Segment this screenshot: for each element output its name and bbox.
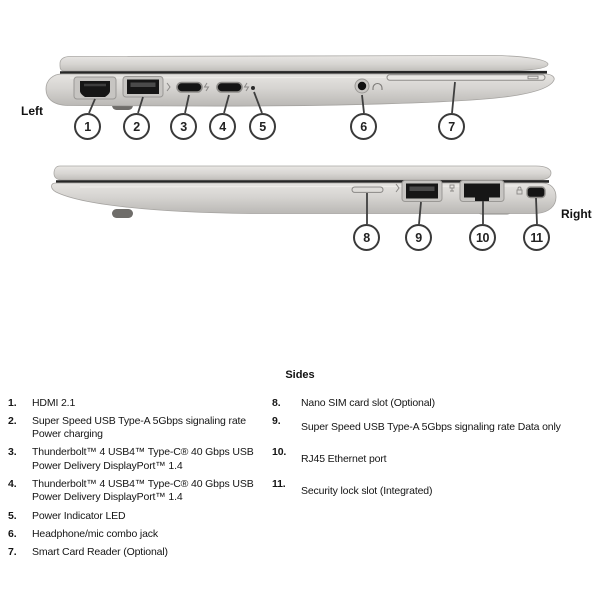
item-text: Thunderbolt™ 4 USB4™ Type-C® 40 Gbps USB… (32, 446, 254, 472)
callout-9: 9 (405, 224, 432, 251)
right-label: Right (561, 207, 592, 221)
callout-6: 6 (350, 113, 377, 140)
thunderbolt-icon-2 (243, 82, 250, 92)
legend-row: 5. Power Indicator LED (8, 507, 592, 525)
laptop-base (45, 73, 555, 107)
network-icon (449, 184, 455, 192)
item-number: 9. (272, 414, 281, 427)
item-number: 2. (8, 414, 17, 427)
callout-lines-right (366, 193, 538, 225)
left-side-view (45, 55, 555, 114)
callout-4: 4 (209, 113, 236, 140)
nano-sim-slot (351, 186, 384, 193)
item-number: 1. (8, 396, 17, 409)
item-text: Super Speed USB Type-A 5Gbps signaling r… (301, 421, 561, 434)
rj45-port (464, 183, 500, 198)
callout-10: 10 (469, 224, 496, 251)
item-text: Smart Card Reader (Optional) (32, 546, 168, 559)
callout-2: 2 (123, 113, 150, 140)
smart-card-icon (527, 75, 539, 80)
smart-card-slot (386, 74, 546, 81)
legend-row: 4. Thunderbolt™ 4 USB4™ Type-C® 40 Gbps … (8, 476, 592, 508)
item-number: 7. (8, 546, 17, 559)
callout-8: 8 (353, 224, 380, 251)
usb-c-port-1 (176, 81, 203, 93)
item-number: 4. (8, 478, 17, 491)
item-number (272, 544, 301, 562)
item-text: Headphone/mic combo jack (32, 528, 158, 541)
item-number: 6. (8, 528, 17, 541)
laptop-lid (53, 165, 552, 181)
usb-data-icon (395, 183, 400, 193)
usb-a-tongue (130, 82, 156, 87)
item-text: Thunderbolt™ 4 USB4™ Type-C® 40 Gbps USB… (32, 478, 254, 504)
lock-icon (516, 186, 523, 195)
laptop-lid (59, 55, 549, 72)
hdmi-port (80, 81, 110, 97)
callout-1: 1 (74, 113, 101, 140)
usb-charging-icon (166, 82, 171, 92)
item-text: HDMI 2.1 (32, 396, 76, 409)
legend-row: 6. Headphone/mic combo jack (8, 526, 592, 544)
callout-5: 5 (249, 113, 276, 140)
item-text: RJ45 Ethernet port (301, 453, 387, 466)
callout-3: 3 (170, 113, 197, 140)
thunderbolt-icon-1 (203, 82, 210, 92)
headphone-jack (357, 81, 367, 91)
legend-row: 2. Super Speed USB Type-A 5Gbps signalin… (8, 412, 592, 444)
item-text (301, 526, 592, 544)
legend-row: 1. HDMI 2.1 8. Nano SIM card slot (Optio… (8, 394, 592, 412)
item-number: 3. (8, 446, 17, 459)
callout-lines-left (88, 81, 456, 114)
item-number (272, 507, 301, 525)
item-number: 11. (272, 478, 286, 491)
callout-7: 7 (438, 113, 465, 140)
legend-title: Sides (285, 369, 315, 381)
rj45-clip (475, 196, 489, 201)
item-number (272, 526, 301, 544)
item-text (301, 507, 592, 525)
item-text: Super Speed USB Type-A 5Gbps signaling r… (32, 414, 246, 441)
left-label: Left (21, 104, 43, 118)
legend-row: 3. Thunderbolt™ 4 USB4™ Type-C® 40 Gbps … (8, 444, 592, 476)
item-text: Nano SIM card slot (Optional) (301, 396, 435, 409)
item-number: 8. (272, 396, 281, 409)
usb-c-port-2 (216, 81, 243, 93)
power-led (251, 86, 255, 90)
item-text: Power Indicator LED (32, 509, 126, 522)
legend-row: 7. Smart Card Reader (Optional) (8, 544, 592, 562)
item-text: Security lock slot (Integrated) (301, 484, 433, 497)
item-number: 5. (8, 509, 17, 522)
callout-11: 11 (523, 224, 550, 251)
security-lock-slot (526, 186, 546, 199)
right-side-view (51, 165, 557, 225)
base-highlight (79, 185, 521, 188)
item-number: 10. (272, 446, 287, 459)
headset-icon (372, 82, 383, 90)
rubber-foot (112, 209, 133, 218)
item-text (301, 544, 592, 562)
usb-a-tongue (409, 186, 435, 191)
legend-table: 1. HDMI 2.1 8. Nano SIM card slot (Optio… (8, 394, 592, 562)
